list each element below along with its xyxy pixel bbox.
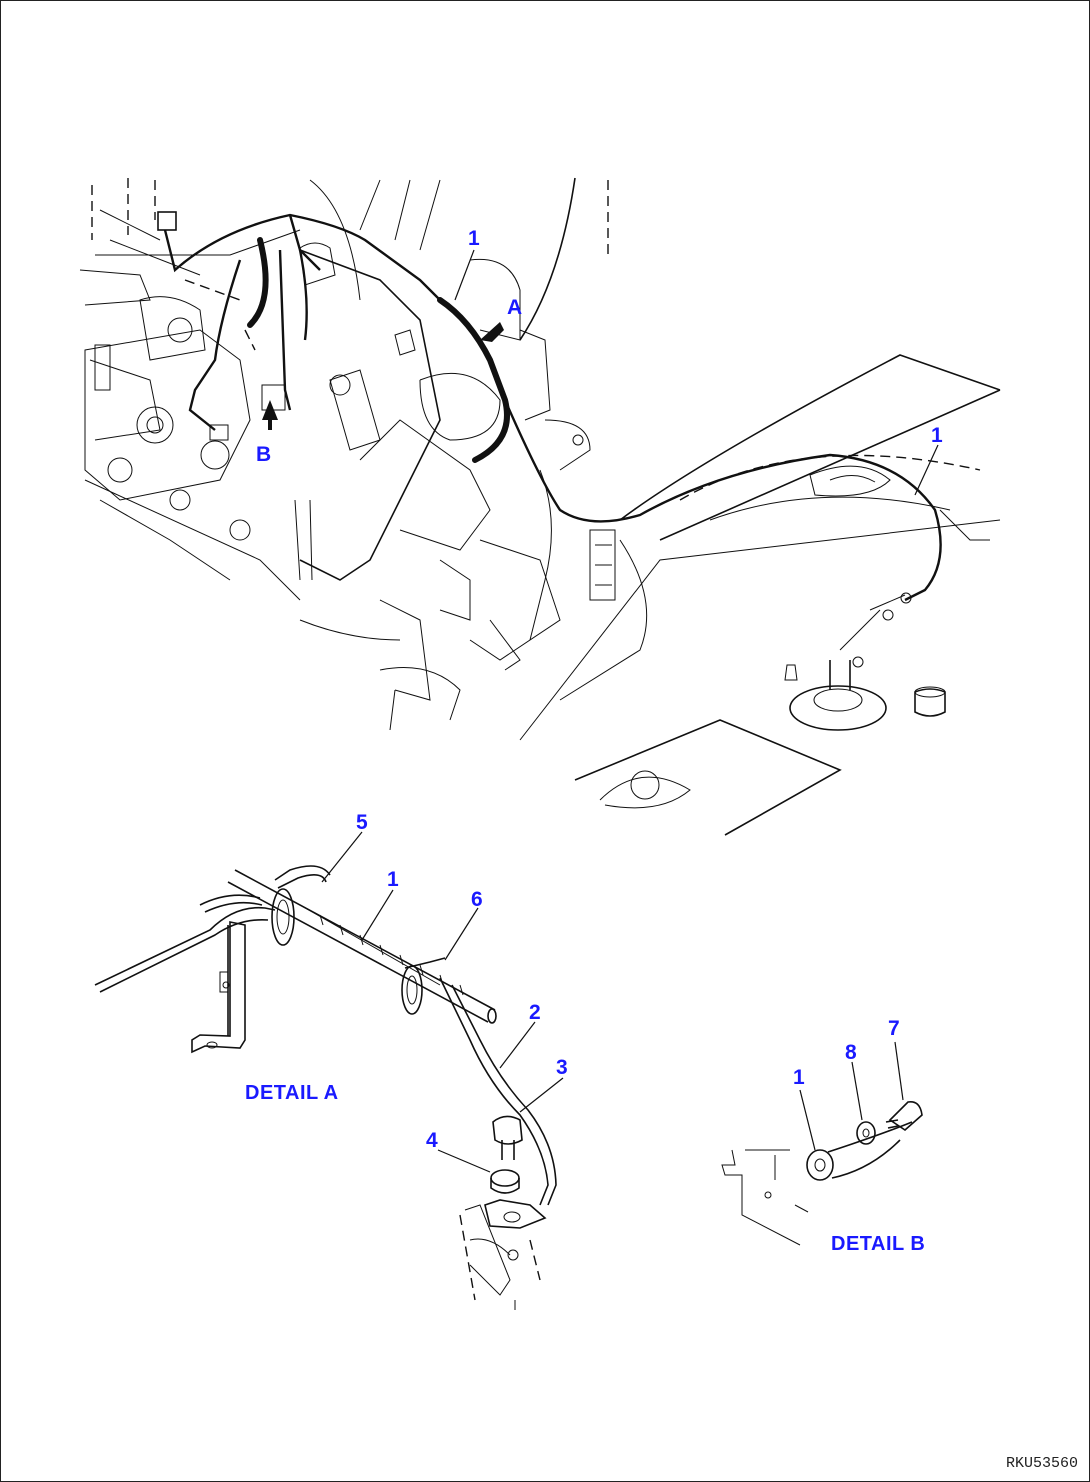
- callout-detail-b-marker: B: [256, 443, 272, 466]
- callout-cable-1: 1: [931, 424, 943, 447]
- detail-b-title: DETAIL B: [831, 1233, 926, 1255]
- detail-b-drawing: [721, 1100, 923, 1246]
- horn: [784, 656, 946, 731]
- callout-a-3: 3: [556, 1056, 568, 1079]
- callout-a-1: 1: [387, 868, 399, 891]
- arrow-b-icon: [262, 400, 278, 430]
- callout-detail-a-marker: A: [507, 296, 523, 319]
- callout-a-5: 5: [356, 811, 368, 834]
- wiring-harness: [157, 211, 942, 651]
- callout-a-6: 6: [471, 888, 483, 911]
- main-view-structure: [79, 177, 1001, 836]
- detail-a-drawing: [94, 865, 557, 1310]
- callout-a-2: 2: [529, 1001, 541, 1024]
- drawing-code: RKU53560: [1005, 1455, 1078, 1472]
- callout-b-8: 8: [845, 1041, 857, 1064]
- callout-b-1: 1: [793, 1066, 805, 1089]
- callout-b-7: 7: [888, 1017, 900, 1040]
- callout-a-4: 4: [426, 1129, 438, 1152]
- leader-lines: [321, 249, 939, 1173]
- arrow-a-icon: [480, 322, 504, 342]
- callout-harness-1: 1: [468, 227, 480, 250]
- detail-a-title: DETAIL A: [245, 1082, 339, 1104]
